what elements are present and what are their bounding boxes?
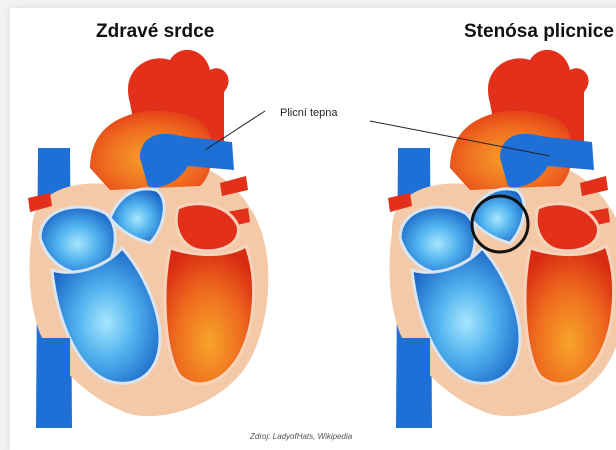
diagram-frame: Zdravé srdce Stenósa plicnice Plicní tep… [10, 8, 616, 450]
heart-illustrations [10, 8, 616, 450]
stenosis-heart [388, 50, 616, 428]
callout-pulmonary-artery: Plicní tepna [280, 107, 337, 119]
source-caption: Zdroj: LadyofHats, Wikipedia [250, 432, 352, 441]
title-healthy-heart: Zdravé srdce [96, 21, 214, 43]
healthy-heart [28, 50, 268, 428]
title-pulmonary-stenosis: Stenósa plicnice [464, 21, 614, 43]
